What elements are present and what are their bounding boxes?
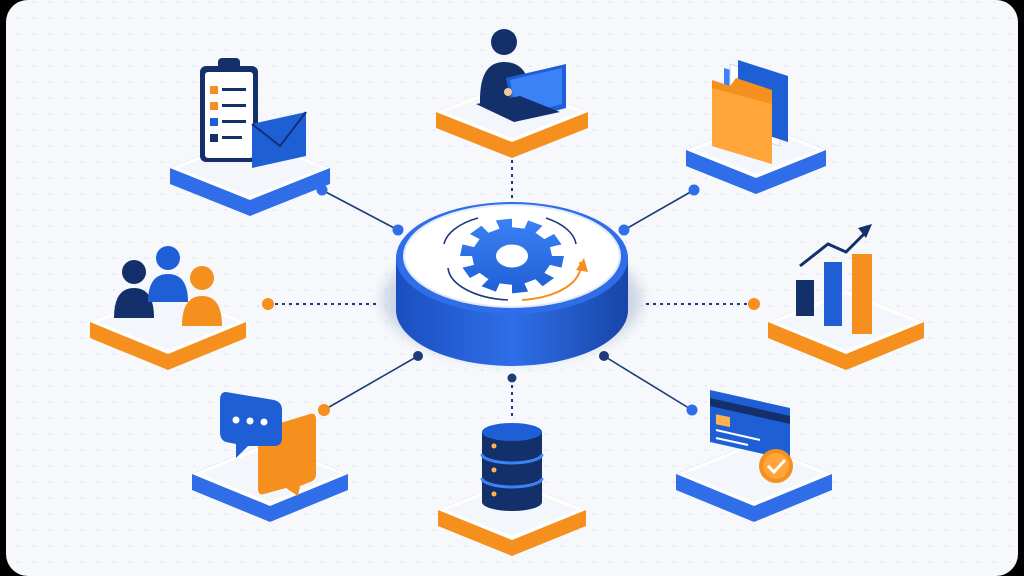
node-analytics <box>768 224 924 370</box>
node-checklist-email <box>170 58 330 216</box>
envelope-icon <box>251 111 307 168</box>
connector-documents <box>623 189 695 231</box>
central-hub <box>382 202 642 366</box>
node-remote-worker <box>436 29 588 158</box>
nodes <box>90 29 924 556</box>
connector-dot <box>686 404 698 416</box>
connector-dot <box>748 298 760 310</box>
connector-checklist <box>321 189 399 231</box>
node-messaging <box>192 392 348 522</box>
platform <box>676 442 832 522</box>
person-laptop-icon <box>476 29 566 122</box>
connector-dot <box>507 373 517 383</box>
credit-card-check-icon <box>710 390 793 483</box>
clipboard-checklist-icon <box>200 58 258 162</box>
bar-chart-growth-icon <box>796 224 872 334</box>
node-database <box>438 423 586 556</box>
connector-dot <box>413 351 423 361</box>
circular-arrow-icon <box>447 267 509 301</box>
chat-bubbles-icon <box>220 392 316 496</box>
gear-hole <box>496 244 528 268</box>
connector-dot <box>599 351 609 361</box>
connector-payment <box>603 355 693 411</box>
node-documents <box>686 60 826 194</box>
connector-messaging <box>323 355 419 411</box>
circular-arrow-icon <box>443 217 479 245</box>
platform <box>438 480 586 556</box>
node-team <box>90 246 246 370</box>
circular-arrow-icon <box>545 217 577 245</box>
connector-dot <box>688 184 700 196</box>
users-group-icon <box>114 246 222 326</box>
connector-dot <box>318 404 330 416</box>
connector-dot <box>618 224 630 236</box>
node-payment <box>676 390 832 522</box>
hub-top-ring <box>403 204 621 308</box>
gear-icon <box>460 218 564 294</box>
connector-dot <box>262 298 274 310</box>
connectors <box>262 160 760 416</box>
arrow-head-icon <box>576 258 588 272</box>
folder-icon <box>712 60 788 164</box>
database-icon <box>480 423 544 511</box>
connector-dot <box>392 224 404 236</box>
